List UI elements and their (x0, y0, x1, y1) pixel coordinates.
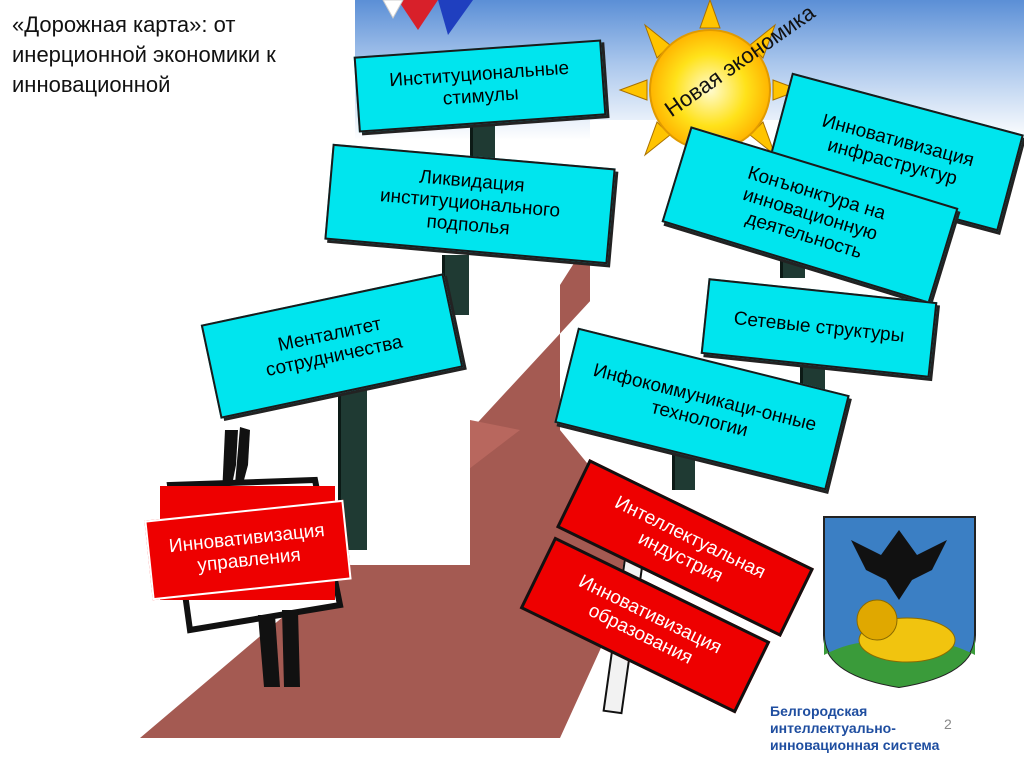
page-number: 2 (944, 716, 952, 732)
post (672, 450, 695, 490)
coat-of-arms-icon (823, 516, 976, 689)
flag-icon (382, 0, 473, 35)
footer-line: интеллектуально- (770, 720, 896, 736)
page-title: «Дорожная карта»: от инерционной экономи… (12, 12, 276, 97)
footer-organization: Белгородская интеллектуально- инновацион… (770, 703, 1010, 754)
footer-line: инновационная система (770, 737, 940, 753)
footer-line: Белгородская (770, 703, 868, 719)
